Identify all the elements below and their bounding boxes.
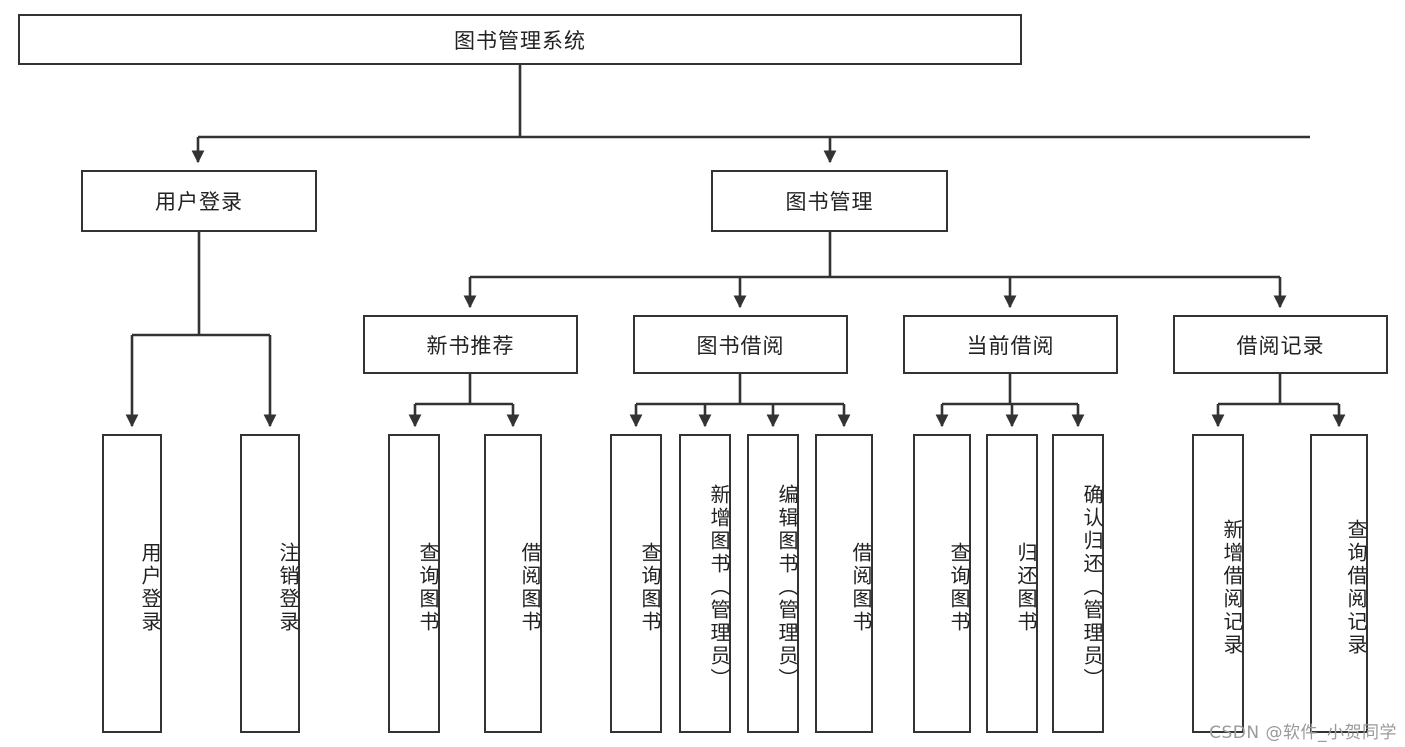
node-label: 用户登录 — [138, 541, 162, 634]
node-label: 查询图书 — [947, 541, 971, 634]
leaf-edit-book-admin[interactable]: 编辑图书（管理员） — [747, 434, 799, 733]
node-label: 图书管理系统 — [454, 28, 586, 53]
node-label: 图书借阅 — [696, 333, 785, 358]
node-label: 借阅记录 — [1236, 333, 1325, 358]
node-label: 归还图书 — [1014, 541, 1038, 634]
node-label: 借阅图书 — [518, 541, 542, 634]
node-book-management[interactable]: 图书管理 — [711, 170, 948, 232]
node-label: 用户登录 — [155, 190, 243, 214]
leaf-query-book-recommend[interactable]: 查询图书 — [388, 434, 440, 733]
node-label: 新书推荐 — [426, 333, 515, 358]
leaf-logout[interactable]: 注销登录 — [240, 434, 300, 733]
leaf-borrow-book-recommend[interactable]: 借阅图书 — [484, 434, 542, 733]
leaf-query-book-borrow[interactable]: 查询图书 — [610, 434, 662, 733]
node-new-book-recommend[interactable]: 新书推荐 — [363, 315, 578, 374]
node-root[interactable]: 图书管理系统 — [18, 14, 1022, 65]
node-label: 注销登录 — [276, 541, 300, 634]
leaf-query-borrow-record[interactable]: 查询借阅记录 — [1310, 434, 1368, 733]
node-label: 当前借阅 — [966, 333, 1055, 358]
leaf-user-login[interactable]: 用户登录 — [102, 434, 162, 733]
leaf-add-book-admin[interactable]: 新增图书（管理员） — [679, 434, 731, 733]
node-label: 借阅图书 — [849, 541, 873, 634]
node-borrow-record[interactable]: 借阅记录 — [1173, 315, 1388, 374]
node-label: 编辑图书（管理员） — [775, 484, 799, 691]
node-label: 新增借阅记录 — [1220, 518, 1244, 657]
node-label: 图书管理 — [785, 190, 874, 214]
node-book-borrow[interactable]: 图书借阅 — [633, 315, 848, 374]
leaf-add-borrow-record[interactable]: 新增借阅记录 — [1192, 434, 1244, 733]
node-label: 新增图书（管理员） — [707, 484, 731, 691]
watermark-text: CSDN @软件_小贺同学 — [1209, 723, 1397, 743]
node-label: 确认归还（管理员） — [1080, 484, 1104, 691]
leaf-confirm-return-admin[interactable]: 确认归还（管理员） — [1052, 434, 1104, 733]
node-label: 查询图书 — [638, 541, 662, 634]
node-user-login[interactable]: 用户登录 — [81, 170, 317, 232]
leaf-return-book[interactable]: 归还图书 — [986, 434, 1038, 733]
leaf-query-book-current[interactable]: 查询图书 — [913, 434, 971, 733]
node-current-borrow[interactable]: 当前借阅 — [903, 315, 1118, 374]
leaf-borrow-book[interactable]: 借阅图书 — [815, 434, 873, 733]
node-label: 查询图书 — [416, 541, 440, 634]
node-label: 查询借阅记录 — [1344, 518, 1368, 657]
